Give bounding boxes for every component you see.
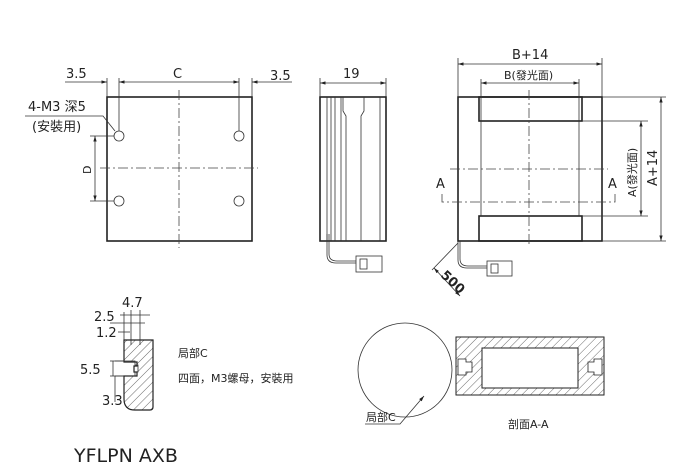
hole-note-usage: (安裝用) [32, 120, 81, 135]
connector [486, 260, 513, 277]
mount-hole [113, 130, 125, 142]
section-mark-left: A [436, 177, 445, 192]
dim-c: C [173, 67, 182, 82]
detail-c-title: 局部C [178, 346, 208, 360]
dim-b-light: B(發光面) [504, 68, 553, 82]
hole-note: 4-M3 深5 [28, 100, 86, 115]
dim-a-light: A(發光面) [625, 148, 639, 197]
dim-4-7: 4.7 [122, 296, 143, 311]
section-line [441, 194, 616, 203]
dim-d: D [81, 166, 94, 174]
dim-2-5: 2.5 [94, 310, 115, 325]
side-body-outline [319, 96, 387, 242]
mount-hole [113, 195, 125, 207]
front-body-outline [106, 96, 253, 242]
front-view: 3.5 C 3.5 D 4-M3 深5 (安裝用) [25, 67, 292, 248]
detail-c-callout: 局部C [366, 410, 396, 424]
side-view: 19 [319, 67, 387, 273]
connector [355, 255, 383, 273]
dim-left: 3.5 [66, 67, 87, 82]
section-a-a: 局部C 剖面A-A [357, 322, 605, 431]
mount-hole [233, 130, 245, 142]
dim-a-plus-14: A+14 [646, 150, 661, 186]
dim-3-3: 3.3 [102, 394, 123, 409]
section-mark-right: A [608, 177, 617, 192]
dim-thickness: 19 [343, 67, 360, 82]
cable [326, 234, 356, 264]
mount-hole [233, 195, 245, 207]
detail-c: 4.7 2.5 1.2 5.5 3.3 局部C 四面，M3螺母，安裝用 [80, 296, 294, 411]
model-name: YFLPN AXB [73, 445, 178, 467]
cable-length: 500 [437, 268, 467, 297]
top-view: A A B+14 B(發光面) A(發光面) A+14 500 [431, 48, 666, 297]
dim-1-2: 1.2 [96, 326, 117, 341]
dim-5-5: 5.5 [80, 363, 101, 378]
dim-b-plus-14: B+14 [512, 48, 548, 63]
detail-circle [357, 322, 453, 418]
section-title: 剖面A-A [508, 417, 549, 431]
detail-c-note: 四面，M3螺母，安裝用 [178, 371, 294, 385]
dim-right: 3.5 [270, 69, 291, 84]
